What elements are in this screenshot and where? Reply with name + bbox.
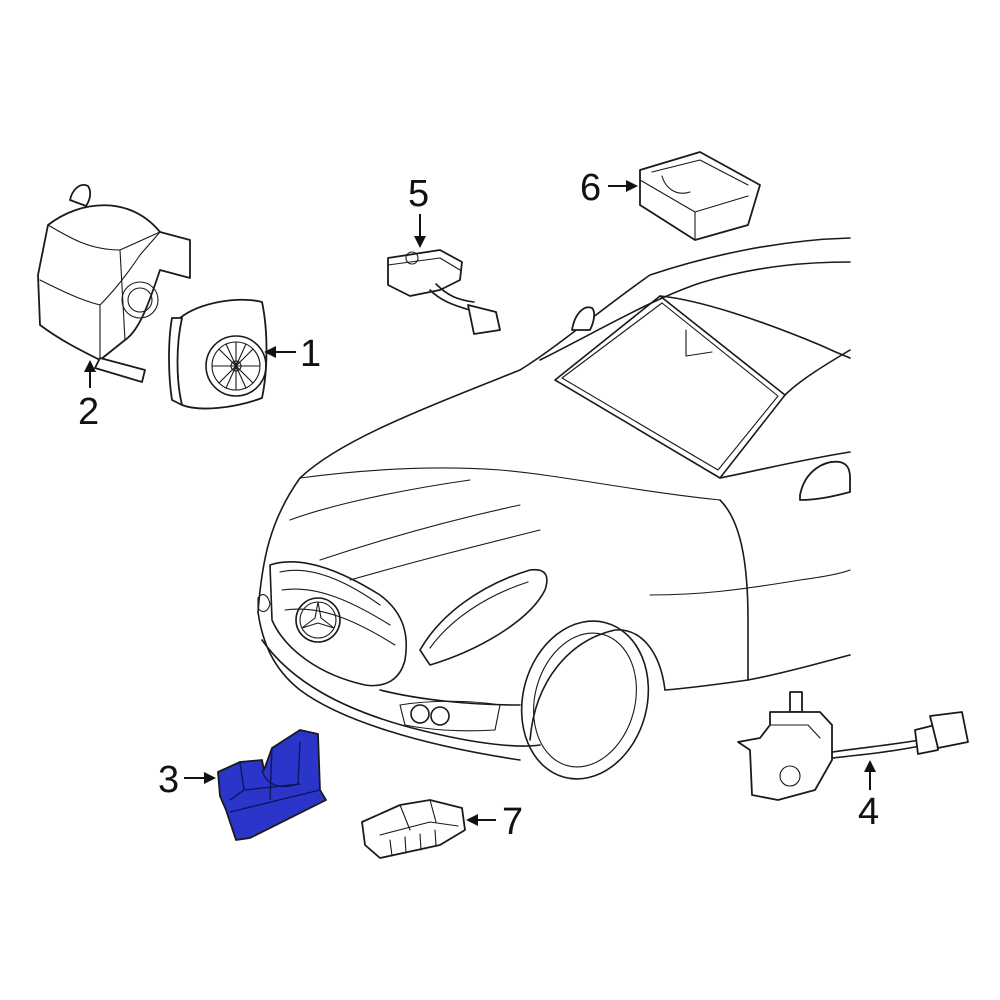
callout-7-arrowhead [466,814,478,826]
callout-7[interactable]: 7 [466,801,523,843]
part-3-bracket [217,729,327,841]
callout-2-arrowhead [84,360,96,372]
callout-2-label: 2 [78,391,99,433]
callout-1[interactable]: 1 [264,333,321,375]
part-1-speaker [168,298,268,410]
part-3-body [217,729,327,841]
callout-1-label: 1 [300,333,321,375]
callout-1-arrowhead [264,346,276,358]
callout-2[interactable]: 2 [78,360,99,433]
part-2-siren [37,184,191,383]
callout-4[interactable]: 4 [858,760,879,833]
callout-6[interactable]: 6 [580,167,638,209]
speaker-spokes [211,341,261,391]
part-4-sensor [737,691,969,801]
part-5-switch [387,249,501,335]
callout-5-label: 5 [408,173,429,215]
callout-5[interactable]: 5 [408,173,429,248]
callout-4-label: 4 [858,791,879,833]
callout-4-arrowhead [864,760,876,772]
callout-6-label: 6 [580,167,601,209]
callout-3[interactable]: 3 [158,759,216,801]
callout-6-arrowhead [626,180,638,192]
callout-3-label: 3 [158,759,179,801]
car-illustration [257,237,851,780]
part-7-cover [361,799,466,859]
callout-3-arrowhead [204,772,216,784]
callout-7-label: 7 [502,801,523,843]
callout-5-arrowhead [414,236,426,248]
part-6-module [639,151,761,241]
